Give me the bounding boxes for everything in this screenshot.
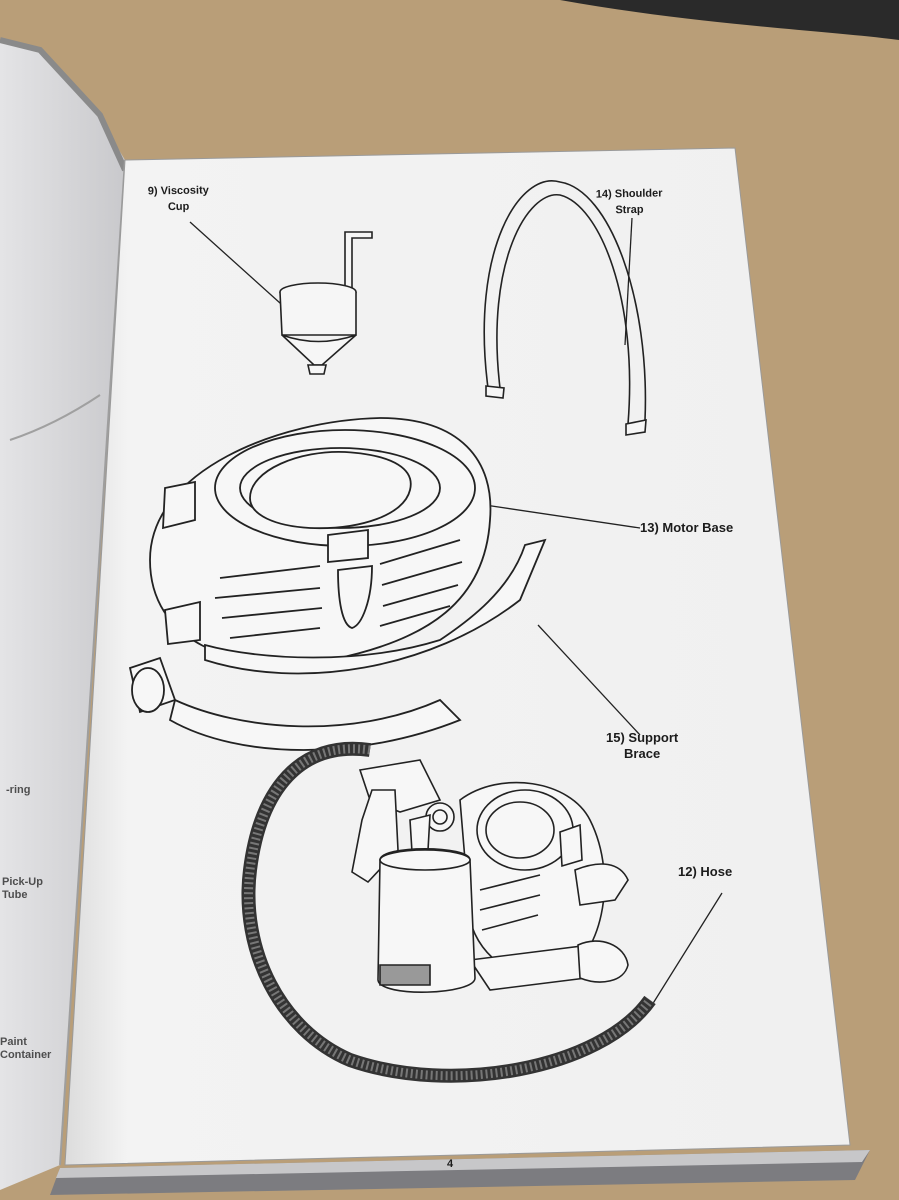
callout-shoulder-strap-line1: 14) Shoulder	[595, 187, 663, 201]
motor-base-drawing	[128, 417, 547, 751]
callout-viscosity-cup: 9) Viscosity Cup	[148, 182, 210, 215]
callout-support-brace-line1: 15) Support	[606, 730, 679, 745]
shoulder-strap-drawing	[483, 180, 647, 436]
left-page-paint-container-fragment: Paint Container	[0, 1036, 51, 1062]
dark-object-top	[560, 0, 899, 40]
left-page	[0, 37, 128, 1190]
viscosity-cup-drawing	[279, 231, 373, 375]
pick-up-tube-line1: Pick-Up	[2, 876, 43, 888]
callout-motor-base: 13) Motor Base	[640, 520, 733, 536]
page-number-text: 4	[447, 1158, 454, 1170]
callout-hose-text: 12) Hose	[678, 864, 733, 879]
callout-viscosity-cup-line1: 9) Viscosity	[147, 184, 209, 198]
pick-up-tube-line2: Tube	[2, 889, 28, 901]
callout-support-brace: 15) Support Brace	[606, 730, 678, 762]
right-page	[64, 147, 851, 1166]
callout-shoulder-strap: 14) Shoulder Strap	[596, 185, 663, 218]
callout-motor-base-text: 13) Motor Base	[640, 520, 734, 535]
callout-support-brace-line2: Brace	[624, 746, 661, 761]
sprayer-assembly-drawing	[241, 741, 656, 1083]
o-ring-fragment-text: -ring	[6, 784, 31, 796]
callout-shoulder-strap-line2: Strap	[615, 203, 644, 217]
paint-container-line1: Paint	[0, 1036, 27, 1048]
paint-container-line2: Container	[0, 1049, 52, 1061]
left-page-pick-up-tube-fragment: Pick-Up Tube	[2, 876, 43, 902]
leader-lines	[189, 217, 723, 1006]
callout-viscosity-cup-line2: Cup	[167, 200, 190, 214]
callout-hose: 12) Hose	[678, 864, 732, 880]
page-number: 4	[447, 1156, 453, 1172]
left-page-o-ring-fragment: -ring	[6, 784, 30, 797]
